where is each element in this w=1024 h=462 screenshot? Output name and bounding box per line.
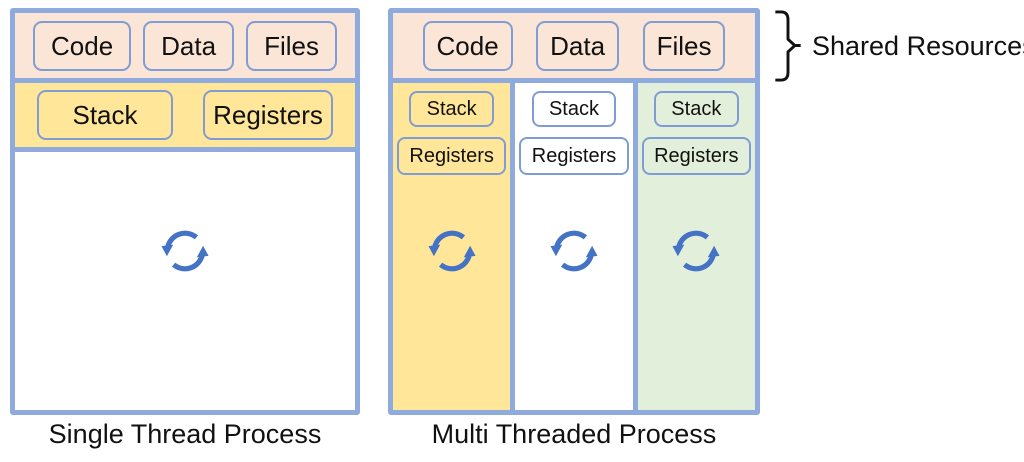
- registers-box: Registers: [519, 137, 629, 175]
- stack-label: Stack: [671, 98, 722, 120]
- thread-icon-wrap: [424, 223, 480, 279]
- code-label: Code: [436, 30, 499, 61]
- files-box: Files: [246, 20, 337, 71]
- stack-box: Stack: [654, 91, 739, 127]
- files-label: Files: [264, 30, 319, 61]
- single-thread-body: [15, 152, 355, 410]
- registers-box: Registers: [397, 137, 507, 175]
- thread-icon-wrap: [668, 223, 724, 279]
- multi-process-caption: Multi Threaded Process: [431, 419, 717, 449]
- single-thread-state-band: Stack Registers: [15, 83, 355, 152]
- stack-label: Stack: [548, 98, 599, 120]
- files-box: Files: [642, 20, 726, 71]
- stack-label: Stack: [72, 100, 138, 130]
- registers-box: Registers: [641, 137, 751, 175]
- data-label: Data: [161, 30, 217, 61]
- stack-box: Stack: [37, 90, 173, 140]
- code-box: Code: [33, 20, 132, 71]
- thread-columns: Stack Registers Stack: [393, 83, 755, 410]
- shared-resources-label: Shared Resources: [812, 30, 1024, 61]
- registers-label: Registers: [531, 145, 617, 167]
- data-box: Data: [536, 20, 620, 71]
- single-thread-process-box: Code Data Files Stack Registers: [10, 8, 360, 415]
- code-box: Code: [422, 20, 513, 71]
- stack-box: Stack: [531, 91, 617, 127]
- thread-column-2: Stack Registers: [510, 83, 633, 410]
- multi-threaded-process-box: Code Data Files Stack Registers: [388, 8, 760, 415]
- single-shared-resources-section: Code Data Files: [15, 13, 355, 83]
- cycle-arrows-icon: [428, 230, 476, 272]
- single-process-caption: Single Thread Process: [48, 419, 322, 449]
- cycle-arrows-icon: [550, 230, 598, 272]
- code-label: Code: [51, 30, 114, 61]
- thread-column-3: Stack Registers: [632, 83, 755, 410]
- files-label: Files: [656, 30, 712, 61]
- cycle-arrows-icon: [161, 230, 209, 272]
- multi-shared-resources-section: Code Data Files: [393, 13, 755, 83]
- shared-resources-callout: Shared Resources: [772, 6, 1024, 86]
- stack-box: Stack: [409, 91, 494, 127]
- right-curly-brace-icon: [775, 10, 801, 82]
- stack-label: Stack: [426, 98, 477, 120]
- registers-box: Registers: [203, 90, 333, 140]
- cycle-arrows-icon: [672, 230, 720, 272]
- thread-icon-wrap: [546, 223, 602, 279]
- registers-label: Registers: [654, 145, 739, 167]
- data-box: Data: [143, 20, 235, 71]
- registers-label: Registers: [409, 145, 494, 167]
- registers-label: Registers: [213, 100, 323, 130]
- thread-column-1: Stack Registers: [393, 83, 511, 410]
- data-label: Data: [550, 30, 606, 61]
